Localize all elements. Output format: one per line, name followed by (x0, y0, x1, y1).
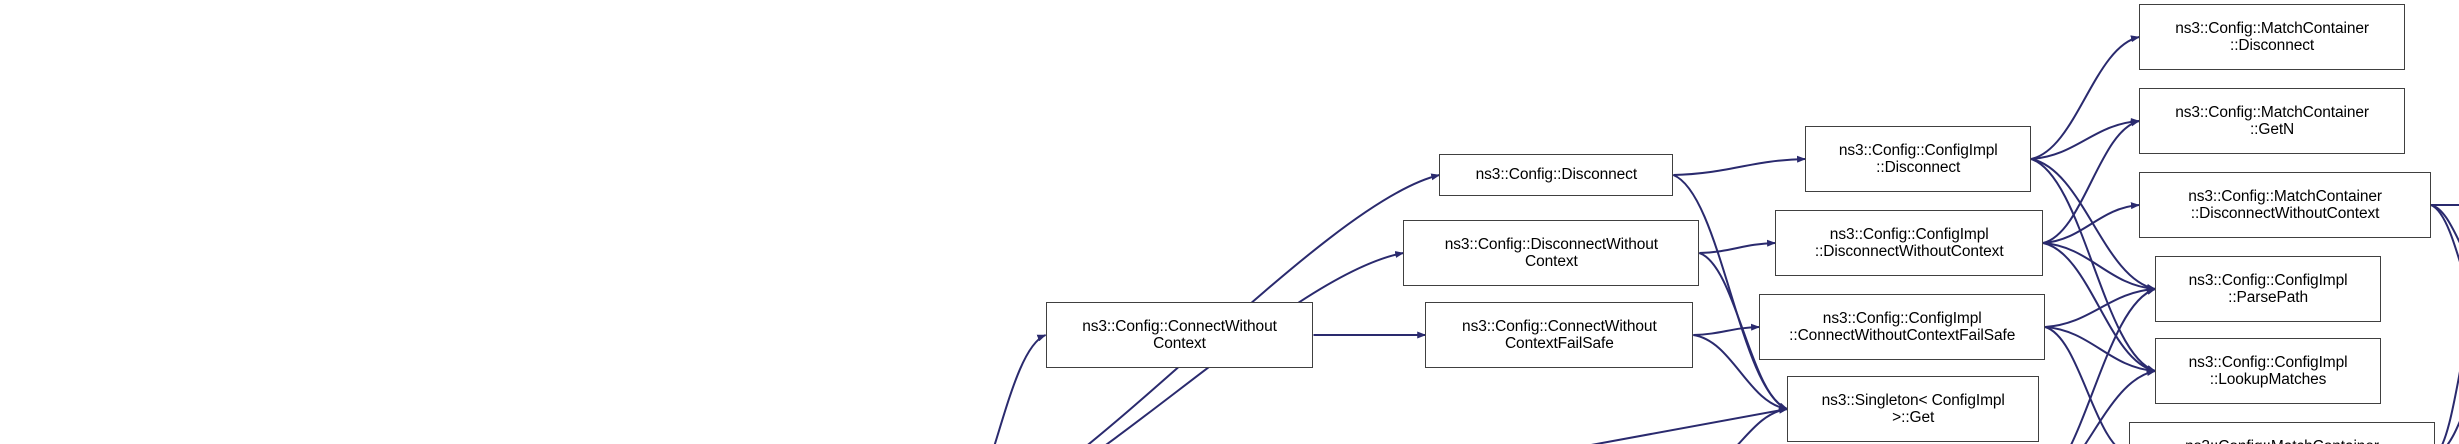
graph-edge (2070, 288, 2156, 444)
graph-node[interactable]: ns3::Singleton< ConfigImpl >::Get (1787, 376, 2040, 442)
graph-edge (2030, 35, 2140, 160)
graph-edge (2043, 202, 2140, 244)
graph-node[interactable]: ns3::Config::Disconnect (1439, 154, 1674, 196)
graph-node[interactable]: ns3::Config::DisconnectWithout Context (1403, 220, 1700, 286)
graph-node[interactable]: ns3::Config::ConnectWithout ContextFailS… (1425, 302, 1694, 368)
graph-edge (1699, 239, 1777, 254)
graph-edge (2045, 326, 2156, 374)
graph-edge (2042, 119, 2140, 244)
graph-node[interactable]: ns3::Config::MatchContainer ::Disconnect (2139, 4, 2406, 70)
graph-edge (2430, 204, 2459, 263)
graph-node[interactable]: ns3::Config::MatchContainer ::Disconnect… (2139, 172, 2431, 238)
graph-edge (993, 334, 1047, 444)
graph-edge (2044, 326, 2116, 444)
graph-node[interactable]: ns3::Config::ConfigImpl ::DisconnectWith… (1775, 210, 2044, 276)
graph-node[interactable]: ns3::Config::ConfigImpl ::ParsePath (2155, 256, 2382, 322)
graph-node[interactable]: ns3::Config::MatchContainer ::ConnectWit… (2129, 422, 2435, 444)
graph-node[interactable]: ns3::Config::ConfigImpl ::LookupMatches (2155, 338, 2382, 404)
graph-edge (1693, 323, 1761, 336)
graph-edge (1673, 155, 1807, 176)
graph-edge (2030, 158, 2156, 291)
graph-edge (2031, 118, 2140, 160)
graph-node[interactable]: ns3::Config::ConnectWithout Context (1045, 302, 1314, 368)
graph-edge (2042, 242, 2156, 373)
graph-edge (2030, 158, 2156, 372)
graph-edge (1737, 406, 1789, 444)
graph-node[interactable]: ns3::Config::ConfigImpl ::ConnectWithout… (1759, 294, 2046, 360)
graph-node[interactable]: ns3::Config::MatchContainer ::GetN (2139, 88, 2406, 154)
graph-edge (2446, 420, 2459, 444)
edge-group (993, 35, 2459, 444)
graph-edge (2441, 371, 2459, 444)
graph-edge (2043, 242, 2156, 292)
graph-edge (2045, 286, 2156, 328)
graph-edge (2430, 204, 2459, 244)
graph-edge (1672, 174, 1789, 410)
graph-edge (2435, 437, 2459, 444)
graph-edge (1584, 406, 1789, 444)
graph-node[interactable]: ns3::Config::ConfigImpl ::Disconnect (1805, 126, 2032, 192)
